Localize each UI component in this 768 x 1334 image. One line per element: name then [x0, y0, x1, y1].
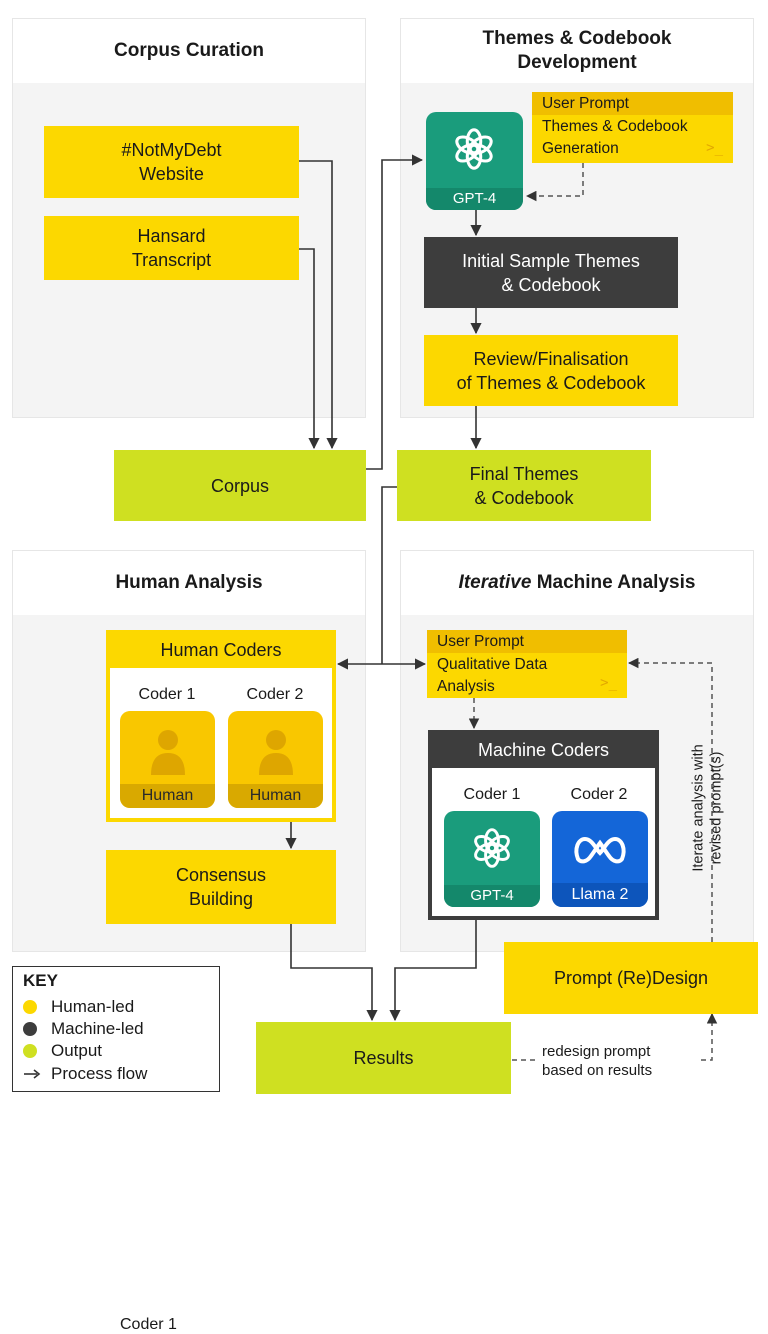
corpus-output-box: Corpus	[114, 450, 366, 521]
human-coder-2-card: Human	[228, 711, 323, 808]
key-item-human-led: Human-led	[23, 997, 134, 1017]
arrow-icon	[24, 1069, 41, 1079]
person-icon	[259, 730, 293, 775]
gpt4-coder-card: GPT-4	[444, 811, 540, 907]
machine-coder-1-label: Coder 1	[463, 786, 521, 803]
results-box: Results	[256, 1022, 511, 1094]
key-item-machine-led: Machine-led	[23, 1019, 144, 1039]
key-item-process-flow: Process flow	[23, 1064, 147, 1084]
prompt-body-line2: Analysis	[437, 678, 495, 695]
review-finalisation-box: Review/Finalisation of Themes & Codebook	[424, 335, 678, 406]
redesign-note: redesign prompt based on results	[538, 1042, 698, 1080]
prompt-title: User Prompt	[427, 630, 627, 653]
hansard-transcript-box: Hansard Transcript	[44, 216, 299, 280]
human-coder-1-card: Human	[120, 711, 215, 808]
openai-logo-icon	[474, 828, 510, 868]
prompt-title: User Prompt	[532, 92, 733, 115]
themes-codebook-title: Themes & Codebook Development	[401, 19, 753, 83]
openai-logo-icon	[455, 128, 493, 170]
output-dot-icon	[23, 1044, 37, 1058]
prompt-body-line1: Qualitative Data	[437, 656, 548, 673]
human-coder-2-label: Coder 2	[246, 686, 304, 703]
machine-led-dot-icon	[23, 1022, 37, 1036]
process-flow-lines	[285, 154, 718, 1061]
notmydebt-website-box: #NotMyDebt Website	[44, 126, 299, 198]
person-icon	[151, 730, 185, 775]
gpt4-label: GPT-4	[426, 188, 523, 210]
human-coder-1-label: Coder 1	[138, 686, 196, 703]
key-item-output: Output	[23, 1041, 102, 1061]
machine-coders-title: Machine Coders	[477, 740, 610, 760]
prompt-body-line1: Themes & Codebook	[542, 118, 688, 135]
consensus-building-box: Consensus Building	[106, 850, 336, 924]
key-title: KEY	[23, 971, 58, 990]
iterate-analysis-label: Iterate analysis with revised prompt(s)	[691, 744, 725, 872]
human-label: Human	[228, 784, 323, 808]
key-legend: KEY Human-led Machine-led Output Process…	[12, 966, 220, 1092]
meta-logo-icon	[574, 836, 626, 864]
terminal-icon: >_	[600, 675, 617, 691]
final-themes-codebook-box: Final Themes & Codebook	[397, 450, 651, 521]
llama2-coder-card: Llama 2	[552, 811, 648, 907]
prompt-redesign-box: Prompt (Re)Design	[504, 942, 758, 1014]
initial-sample-themes-box: Initial Sample Themes & Codebook	[424, 237, 678, 308]
human-led-dot-icon	[23, 1000, 37, 1014]
human-coders-title: Human Coders	[160, 640, 282, 660]
machine-coder-2-label: Coder 2	[570, 786, 628, 803]
gpt4-label: GPT-4	[444, 885, 540, 907]
terminal-icon: >_	[706, 140, 723, 156]
themes-user-prompt: User Prompt Themes & Codebook Generation…	[532, 92, 733, 163]
gpt4-themes-box: GPT-4	[426, 112, 523, 210]
human-analysis-title: Human Analysis	[13, 551, 365, 615]
machine-analysis-title: Iterative Machine Analysis	[401, 551, 753, 615]
prompt-body-line2: Generation	[542, 140, 619, 157]
human-label: Human	[120, 784, 215, 808]
llama2-label: Llama 2	[552, 883, 648, 907]
qda-user-prompt: User Prompt Qualitative Data Analysis >_	[427, 630, 627, 698]
corpus-curation-title: Corpus Curation	[13, 19, 365, 83]
human-coder-1-label: Coder 1	[120, 1316, 177, 1333]
